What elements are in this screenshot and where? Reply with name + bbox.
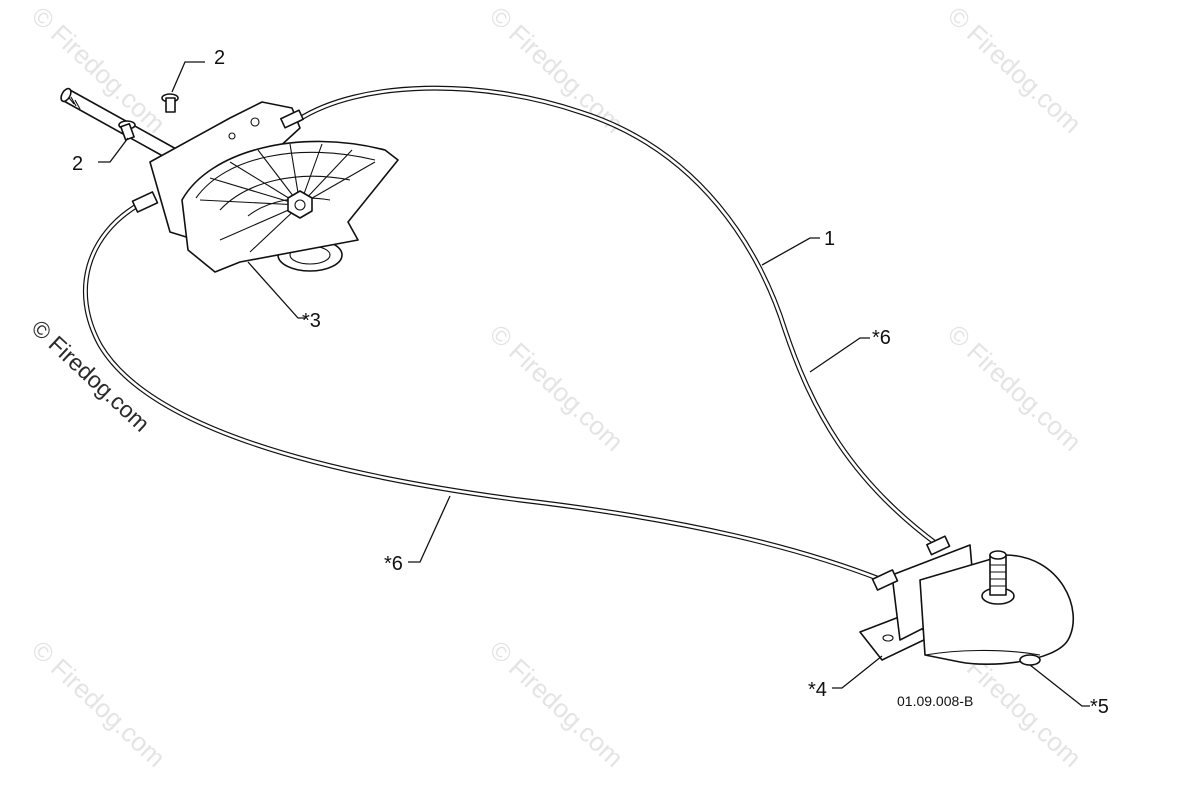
control-lever-assembly	[131, 101, 399, 273]
callout-6-left: *6	[384, 553, 403, 575]
watermark-layer: © Firedog.com © Firedog.com © Firedog.co…	[26, 0, 1087, 772]
watermark-text: © Firedog.com	[484, 0, 629, 138]
watermark-text: © Firedog.com	[942, 0, 1087, 138]
lower-bracket-assembly	[859, 535, 1075, 666]
leader-lines	[98, 61, 1090, 707]
watermark-text: © Firedog.com	[26, 634, 171, 772]
callout-6-right: *6	[872, 327, 891, 349]
watermark-text: © Firedog.com	[942, 318, 1087, 456]
cable-upper	[295, 85, 941, 548]
callout-3: *3	[302, 310, 321, 332]
drawing-code: 01.09.008-B	[897, 693, 973, 709]
callout-2-lower: 2	[72, 153, 83, 175]
watermark-text: © Firedog.com	[484, 318, 629, 456]
callout-5: *5	[1090, 696, 1109, 718]
side-watermark: © Firedog.com	[27, 315, 155, 437]
callout-1: 1	[824, 228, 835, 250]
bolt-lower	[118, 120, 136, 141]
watermark-text: © Firedog.com	[484, 634, 629, 772]
callout-labels: 2 2 *3 1 *6 *6 *4 *5 01.09.008-B	[72, 47, 1109, 718]
callout-2-upper: 2	[214, 47, 225, 69]
callout-4: *4	[808, 679, 827, 701]
bolt-upper	[161, 93, 179, 113]
cable-lower	[82, 202, 885, 583]
